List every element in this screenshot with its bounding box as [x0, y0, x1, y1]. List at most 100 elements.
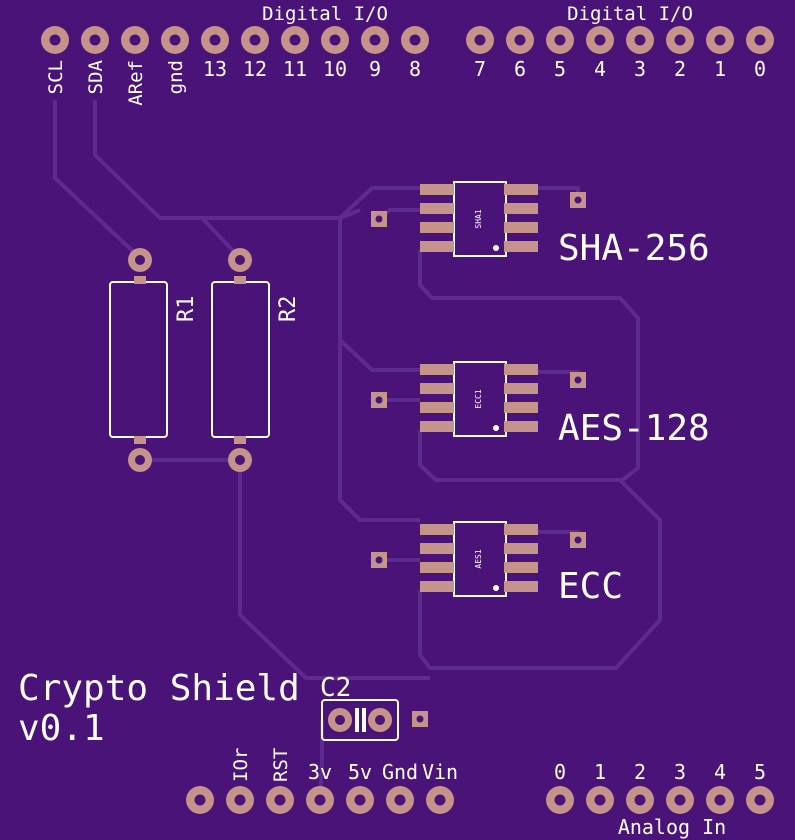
digital-io-right-label: Digital I/O: [567, 3, 693, 25]
chip-pad-right[interactable]: [504, 364, 538, 375]
top-pin-label: 10: [323, 57, 347, 81]
resistor-r1[interactable]: R1: [109, 248, 199, 472]
analog-pin-label: 5: [754, 760, 766, 784]
chip-ref-label: ECC1: [474, 389, 483, 408]
top-pin-label: SDA: [85, 59, 107, 94]
top-pin-label: 6: [514, 57, 526, 81]
chip-pad-left[interactable]: [420, 184, 454, 195]
r1-lead-top: [134, 276, 146, 284]
trace-sha-loop: [418, 250, 640, 484]
chip-outline: [453, 521, 507, 597]
chip-ref-label: AES1: [474, 549, 483, 568]
trace-bus: [338, 208, 420, 522]
trace-r2-down: [238, 460, 430, 680]
top-pin-label: gnd: [165, 60, 187, 94]
analog-in-label: Analog In: [618, 815, 726, 839]
bottom-pin-label: Vin: [422, 760, 458, 784]
chip-pad-left[interactable]: [420, 364, 454, 375]
chip-ref-label: SHA1: [474, 209, 483, 228]
pin1-dot-icon: [493, 245, 499, 251]
r1-label: R1: [174, 296, 199, 323]
top-pin-label: 7: [474, 57, 486, 81]
chip-pad-left[interactable]: [420, 203, 454, 214]
aes-128-label: AES-128: [558, 408, 710, 449]
top-pin-label: 2: [674, 57, 686, 81]
chip-pad-left[interactable]: [420, 524, 454, 535]
top-pin-pad-drill: [89, 34, 101, 46]
resistor-r2[interactable]: R2: [211, 248, 301, 472]
chip-pad-left[interactable]: [420, 581, 454, 592]
top-pin-pad-drill: [754, 34, 766, 46]
digital-io-left-label: Digital I/O: [262, 3, 388, 25]
top-pin-pad-drill: [329, 34, 341, 46]
via-ecc-right-drill: [574, 376, 582, 384]
top-pin-pad-drill: [409, 34, 421, 46]
via-aes-right-drill: [574, 536, 582, 544]
r2-body: [211, 281, 270, 438]
chip-pad-left[interactable]: [420, 222, 454, 233]
chip-pad-left[interactable]: [420, 241, 454, 252]
bottom-pin-pad-drill: [194, 794, 206, 806]
r2-lead-bottom: [234, 436, 246, 444]
bottom-pin-pad-drill: [434, 794, 446, 806]
trace-bus-mid: [338, 338, 420, 372]
top-pin-pad-drill: [169, 34, 181, 46]
ecc-label: ECC: [558, 566, 623, 607]
chip-pad-left[interactable]: [420, 562, 454, 573]
bottom-pin-pad-drill: [234, 794, 246, 806]
chip-sha1[interactable]: SHA1: [420, 181, 538, 257]
top-pin-pad-drill: [369, 34, 381, 46]
analog-pin-pad-drill: [714, 794, 726, 806]
top-pin-pad-drill: [714, 34, 726, 46]
c2-outline: [321, 699, 399, 741]
bottom-pin-label: RST: [270, 748, 292, 782]
chip-pad-left[interactable]: [420, 543, 454, 554]
chip-pad-right[interactable]: [504, 543, 538, 554]
r1-body: [109, 281, 168, 438]
capacitor-c2[interactable]: C2: [320, 673, 428, 741]
chip-pad-left[interactable]: [420, 421, 454, 432]
chip-pad-right[interactable]: [504, 184, 538, 195]
top-pin-label: 1: [714, 57, 726, 81]
analog-pin-label: 4: [714, 760, 726, 784]
top-pin-pad-drill: [49, 34, 61, 46]
top-pin-label: 13: [203, 57, 227, 81]
chip-pad-right[interactable]: [504, 203, 538, 214]
chip-pad-left[interactable]: [420, 383, 454, 394]
chip-pad-right[interactable]: [504, 241, 538, 252]
pin1-dot-icon: [493, 585, 499, 591]
chip-aes1[interactable]: AES1: [420, 521, 538, 597]
chip-pad-right[interactable]: [504, 562, 538, 573]
analog-pin-pad-drill: [594, 794, 606, 806]
chip-pad-left[interactable]: [420, 402, 454, 413]
bottom-pin-label: Gnd: [382, 760, 418, 784]
bottom-pin-pad-drill: [354, 794, 366, 806]
bottom-pin-label: IOr: [230, 748, 252, 782]
chip-pad-right[interactable]: [504, 421, 538, 432]
analog-pin-pad-drill: [754, 794, 766, 806]
chip-pad-right[interactable]: [504, 524, 538, 535]
c2-drill-left: [335, 715, 345, 725]
chip-pad-right[interactable]: [504, 222, 538, 233]
chip-pad-right[interactable]: [504, 581, 538, 592]
top-pin-label: 12: [243, 57, 267, 81]
top-pin-label: 9: [369, 57, 381, 81]
top-pin-pad-drill: [634, 34, 646, 46]
analog-pin-label: 2: [634, 760, 646, 784]
sha-256-label: SHA-256: [558, 228, 710, 269]
top-pin-label: 8: [409, 57, 421, 81]
chip-ecc1[interactable]: ECC1: [420, 361, 538, 437]
top-pin-pad-drill: [514, 34, 526, 46]
chip-pad-right[interactable]: [504, 383, 538, 394]
trace-aes-loop: [418, 430, 662, 670]
chip-pad-right[interactable]: [504, 402, 538, 413]
c2-via-drill: [416, 715, 424, 723]
analog-pin-pad-drill: [554, 794, 566, 806]
top-pin-pad-drill: [594, 34, 606, 46]
